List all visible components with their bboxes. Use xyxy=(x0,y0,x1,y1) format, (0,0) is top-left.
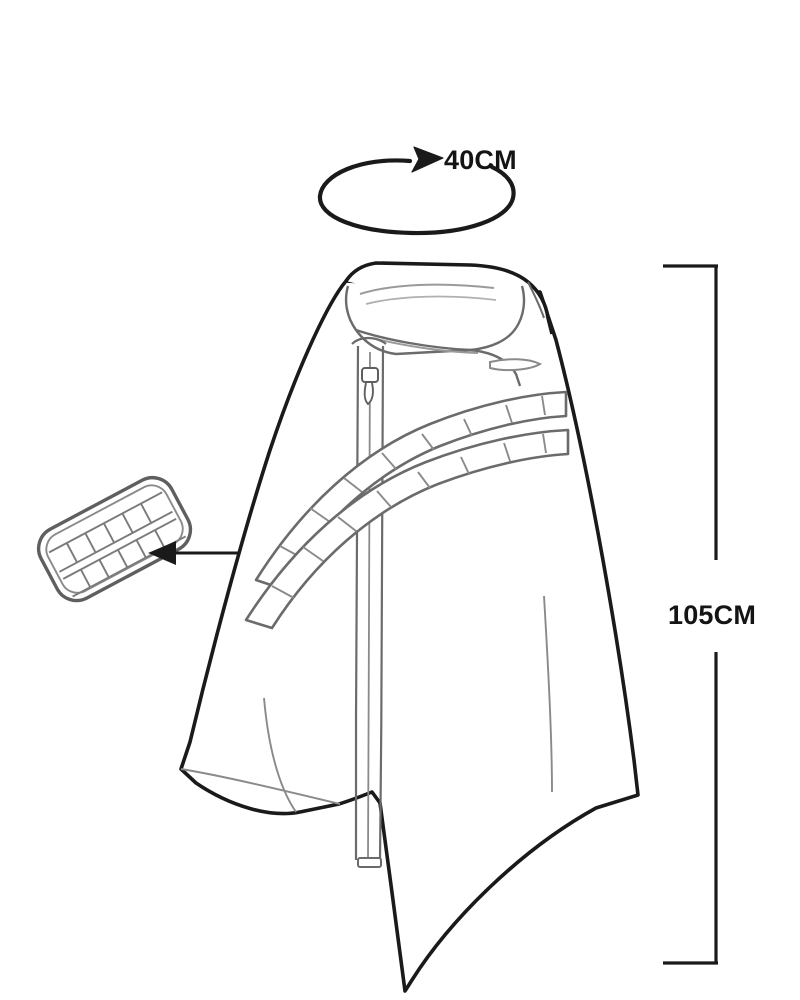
hood-crown-fold xyxy=(359,283,495,295)
center-front-zipper xyxy=(351,336,387,868)
zipper-teeth-line xyxy=(367,351,371,859)
swatch-inner-border xyxy=(45,484,184,594)
drape-fold-right xyxy=(543,595,553,793)
swatch-outer-border xyxy=(36,475,193,603)
hood-face-opening xyxy=(344,285,526,356)
reflective-strip-lower-segments xyxy=(271,433,547,599)
reflective-strip-lower xyxy=(244,428,570,630)
zipper-bottom-stop xyxy=(357,857,382,868)
zipper-placket-right xyxy=(378,345,385,863)
shoulder-seam-right xyxy=(527,281,545,319)
zipper-pull-tab xyxy=(363,382,374,406)
drape-fold-left xyxy=(263,697,297,813)
shoulder-vent-detail xyxy=(489,358,543,372)
hood-crown-fold-secondary xyxy=(365,295,497,305)
circumference-dimension-label: 40CM xyxy=(444,145,517,175)
circular-arrow-head xyxy=(411,146,444,173)
length-annotation xyxy=(663,264,718,965)
poncho-body-outline xyxy=(179,279,640,993)
poncho-figure xyxy=(179,261,640,993)
reflective-strip-lower-band xyxy=(244,428,570,630)
swatch-segment-row-lower xyxy=(62,517,187,598)
zipper-slider xyxy=(361,367,379,383)
hood-outline xyxy=(344,261,554,335)
swatch-segment-row-upper xyxy=(48,491,173,573)
circumference-annotation xyxy=(317,146,516,236)
zipper-top-edge xyxy=(351,336,387,345)
callout-arrow-head xyxy=(148,541,176,565)
zipper-placket-left xyxy=(354,345,360,861)
length-dimension-label: 105CM xyxy=(668,600,757,630)
reflective-strip-detail-swatch xyxy=(36,475,193,603)
hem-fold-left xyxy=(180,768,341,805)
circular-arrow-ellipse xyxy=(317,158,516,236)
